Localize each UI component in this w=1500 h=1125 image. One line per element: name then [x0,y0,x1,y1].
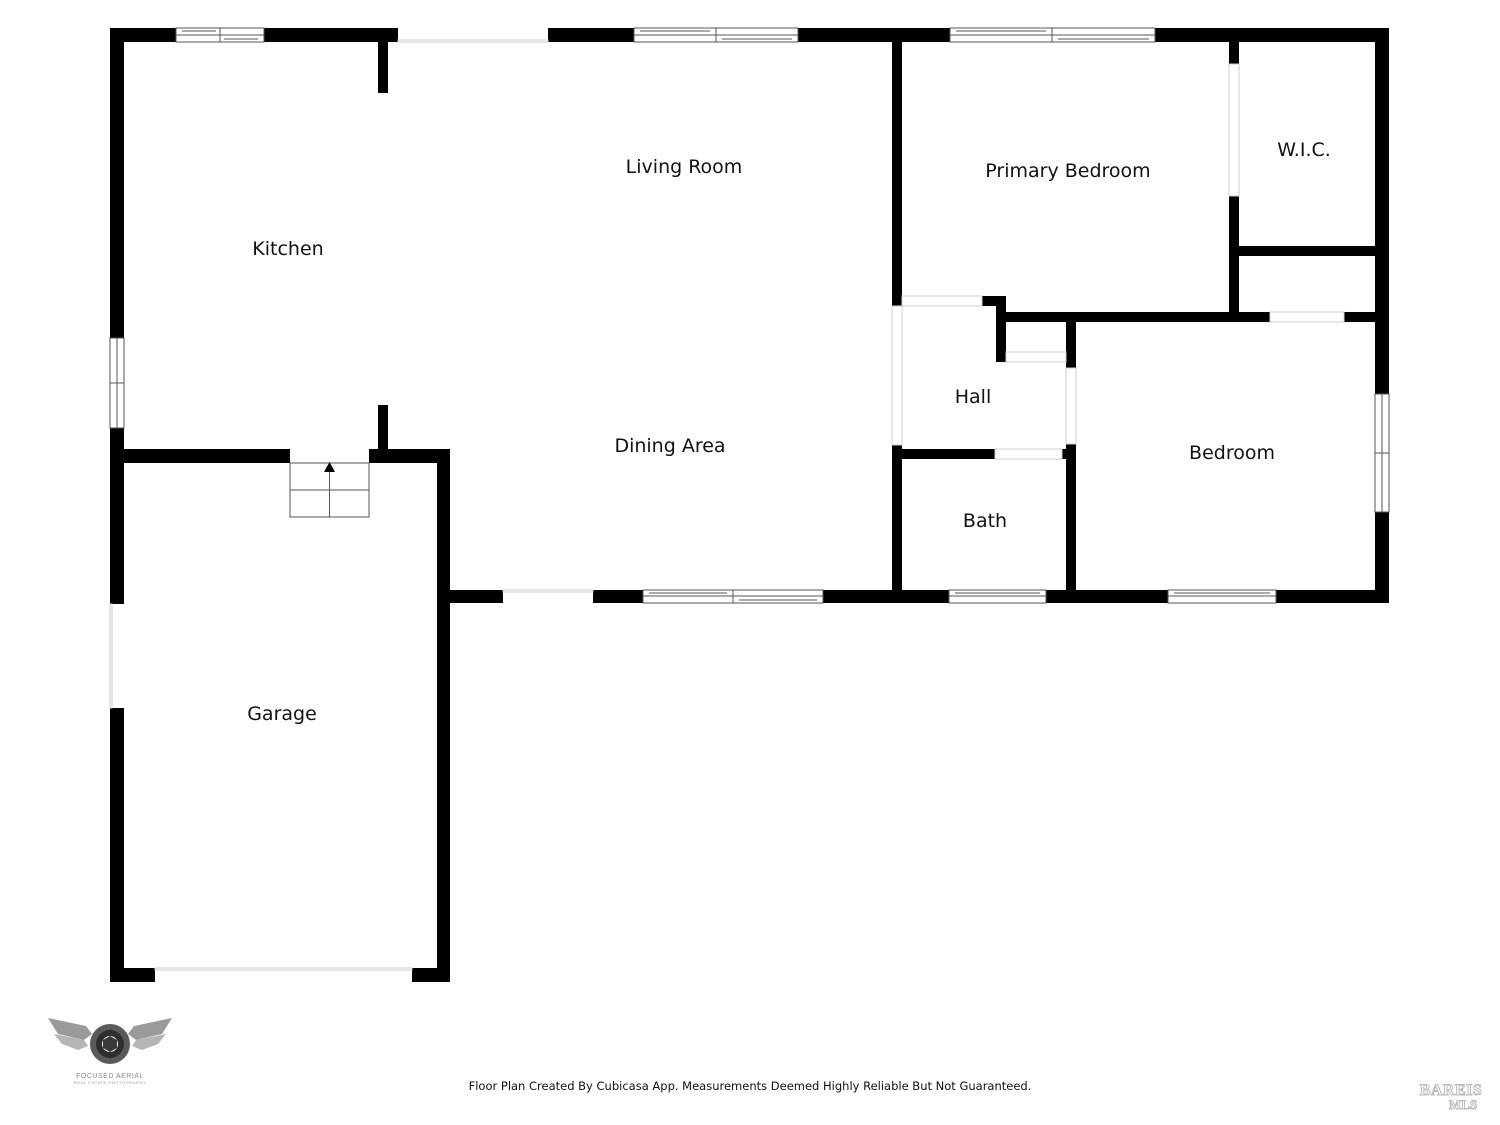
wall-wic-bottom [1229,246,1389,256]
wall-bottom-1 [437,590,503,603]
wall-right-2 [1375,512,1389,603]
room-label-living-room: Living Room [625,156,743,178]
wall-garage-bottom-2 [412,968,450,982]
wall-wic-left-2 [1229,196,1239,322]
wall-kitchen-stub-top [378,28,388,93]
door-hall-left [891,305,903,446]
wall-primary-bottom-4 [1344,312,1389,322]
room-label-garage: Garage [247,703,317,725]
room-label-kitchen: Kitchen [252,238,324,260]
wall-garage-top-2 [369,449,450,463]
wall-bottom-4 [1046,590,1168,603]
room-label-bedroom: Bedroom [1189,442,1275,464]
window-kitchen-top [175,27,265,43]
wall-left-2 [110,428,124,604]
windows [109,27,1390,604]
logo-name: FOCUSED AERIAL [76,1073,144,1080]
wall-left-3 [110,708,124,982]
garage-steps [289,462,370,518]
wall-hall-right-2 [1066,444,1076,603]
window-bedroom-bottom [1167,589,1277,604]
opening-living-top [397,39,549,43]
wall-garage-bottom-1 [110,968,155,982]
room-label-dining-area: Dining Area [614,435,726,457]
opening-garage-left [109,603,113,709]
wall-right-1 [1375,28,1389,394]
wall-divider-2 [892,298,902,306]
wall-bottom-2 [593,590,643,603]
wall-bath-top-2 [1062,449,1076,459]
mls-watermark-top: BAREIS [1419,1082,1483,1100]
window-living-top [633,27,799,43]
walls [110,28,1389,982]
wall-top-5 [1155,28,1389,42]
room-label-bath: Bath [962,510,1008,532]
wall-garage-top-1 [110,449,290,463]
window-dining-bottom [642,589,824,604]
wall-primary-bottom-1 [982,296,1006,306]
wall-kitchen-stub-bottom [378,405,388,450]
wall-bath-top-1 [892,449,995,459]
window-bath-bottom [948,589,1047,604]
door-primary-closet [1228,63,1240,197]
window-primary-top [949,27,1156,43]
wall-top-1 [110,28,176,42]
wall-top-2 [264,28,398,42]
mls-watermark-bottom: MLS [1448,1097,1478,1113]
room-label-hall: Hall [954,386,992,408]
wall-wic-left-1 [1229,28,1239,64]
window-kitchen-left [109,337,125,429]
opening-dining-bottom [502,589,594,593]
opening-garage-door [154,967,413,971]
door-primary-hall [901,295,983,307]
room-label-primary-bedroom: Primary Bedroom [985,160,1151,182]
wall-divider-3 [892,445,902,603]
door-bath [994,448,1063,460]
door-hall-closet [1005,351,1067,363]
wall-divider-1 [892,28,902,298]
wall-garage-right [437,449,450,982]
room-label-wic: W.I.C. [1277,139,1331,161]
focused-aerial-logo [48,1018,172,1064]
wall-bottom-3 [823,590,949,603]
wall-hall-right-1 [1066,312,1076,368]
logo-tagline: REAL ESTATE PHOTOGRAPHY [73,1080,147,1085]
wall-top-3 [548,28,634,42]
step-arrow-icon [324,462,335,472]
wall-primary-bottom-3 [996,312,1270,322]
window-bedroom-right [1374,393,1390,513]
wall-left-1 [110,28,124,338]
footer-disclaimer: Floor Plan Created By Cubicasa App. Meas… [468,1079,1032,1093]
wall-bottom-5 [1276,590,1389,603]
door-bedroom-closet [1269,311,1345,323]
wall-top-4 [798,28,950,42]
wall-primary-bottom-2 [996,296,1006,362]
openings [109,39,1345,971]
door-bedroom [1065,367,1077,445]
